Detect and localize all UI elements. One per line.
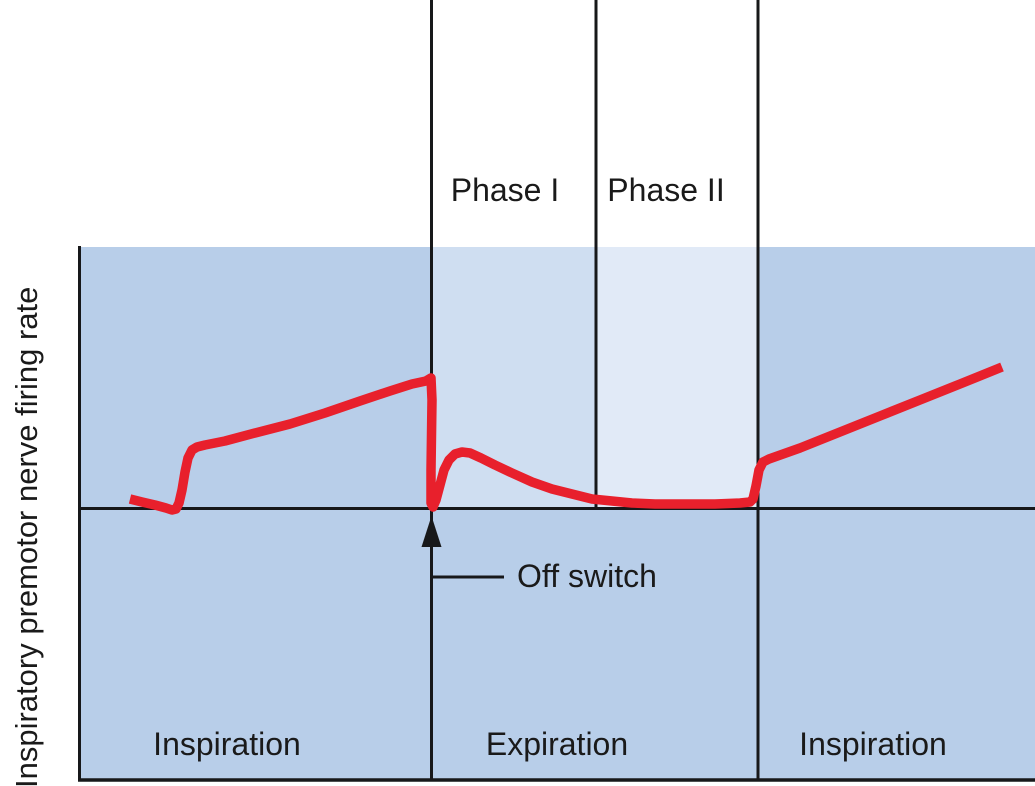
region-label-expiration: Expiration xyxy=(485,726,629,762)
firing-rate-curve xyxy=(128,362,1004,515)
phase1-label: Phase I xyxy=(450,172,560,208)
phase2-label: Phase II xyxy=(607,172,725,208)
region-label-inspiration-left: Inspiration xyxy=(153,726,301,762)
off-switch-label: Off switch xyxy=(517,558,657,594)
off-switch-arrowhead-icon xyxy=(421,516,442,547)
phase1-region xyxy=(431,247,596,509)
region-label-inspiration-right: Inspiration xyxy=(799,726,947,762)
phase2-region xyxy=(596,247,758,509)
y-axis-label: Inspiratory premotor nerve firing rate xyxy=(9,286,44,786)
